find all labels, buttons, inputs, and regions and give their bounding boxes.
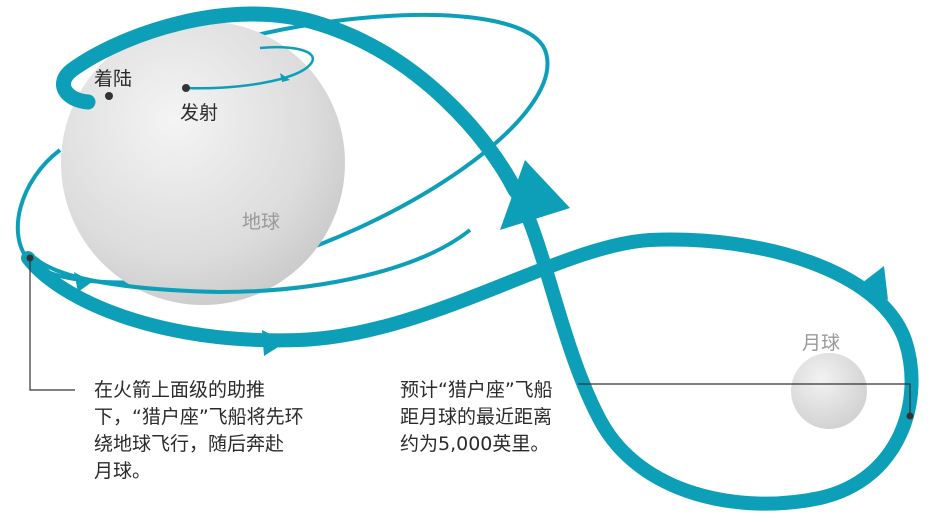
note-right-line: 预计“猎户座”飞船 bbox=[400, 379, 553, 401]
return-trajectory bbox=[56, 6, 523, 198]
moon bbox=[791, 353, 867, 429]
leader-point-right bbox=[906, 412, 914, 420]
note-left-line: 下，“猎户座”飞船将先环 bbox=[94, 406, 304, 428]
moon-label: 月球 bbox=[802, 332, 841, 354]
outbound-trajectory bbox=[21, 183, 919, 511]
arrow-outbound bbox=[262, 330, 286, 356]
earth bbox=[61, 21, 345, 305]
note-left-line: 在火箭上面级的助推 bbox=[94, 379, 266, 401]
note-right: 预计“猎户座”飞船 距月球的最近距离 约为5,000英里。 bbox=[400, 377, 553, 458]
note-left: 在火箭上面级的助推 下，“猎户座”飞船将先环 绕地球飞行，随后奔赴 月球。 bbox=[94, 377, 304, 485]
note-right-line: 约为5,000英里。 bbox=[400, 433, 550, 455]
launch-label: 发射 bbox=[180, 102, 219, 124]
arrow-moon-approach bbox=[858, 266, 888, 300]
arrow-return bbox=[500, 160, 570, 230]
leader-point-left bbox=[26, 254, 34, 262]
landing-label: 着陆 bbox=[94, 68, 133, 90]
leader-line-left bbox=[29, 258, 75, 391]
note-right-line: 距月球的最近距离 bbox=[400, 406, 553, 428]
launch-arrow bbox=[280, 73, 290, 82]
note-left-line: 绕地球飞行，随后奔赴 bbox=[94, 433, 285, 455]
launch-orbit bbox=[185, 45, 315, 90]
arrow-earth-orbit bbox=[74, 272, 92, 292]
earth-label: 地球 bbox=[242, 211, 281, 233]
landing-point bbox=[105, 92, 113, 100]
launch-point bbox=[182, 84, 190, 92]
leader-line-right bbox=[578, 383, 911, 416]
note-left-line: 月球。 bbox=[94, 460, 152, 482]
